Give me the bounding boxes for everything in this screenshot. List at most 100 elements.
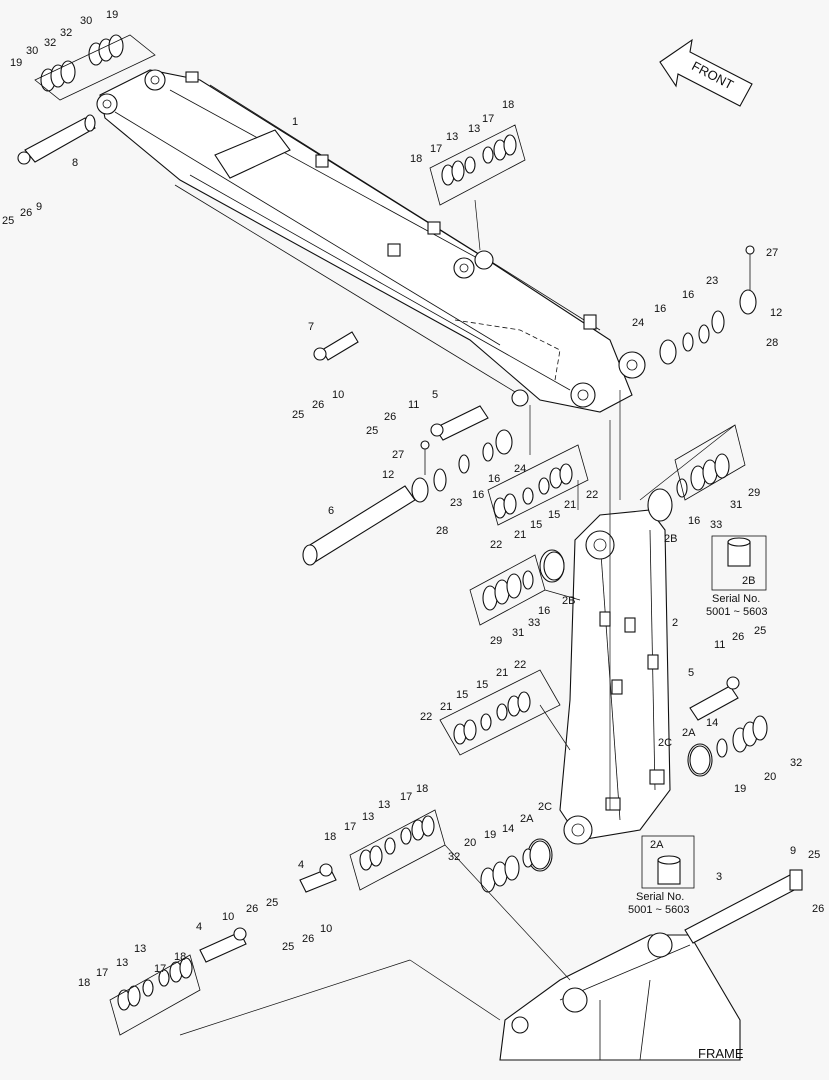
callout-label: 2B: [664, 533, 677, 545]
callout-label: 22: [490, 539, 502, 551]
callout-label: 16: [654, 303, 666, 315]
callout-label: 30: [26, 45, 38, 57]
callout-label: 25: [808, 849, 820, 861]
callout-label: 30: [80, 15, 92, 27]
pin-4-lower: [199, 927, 247, 963]
pin-7: [313, 331, 359, 361]
callout-label: 1: [292, 116, 298, 128]
callout-label: 12: [770, 307, 782, 319]
callout-label: 25: [366, 425, 378, 437]
callout-label: 14: [706, 717, 718, 729]
callout-label: 5: [432, 389, 438, 401]
callout-label: 4: [196, 921, 202, 933]
callout-label: 21: [440, 701, 452, 713]
callout-label: 27: [392, 449, 404, 461]
callout-label: 32: [790, 757, 802, 769]
callout-label: 26: [302, 933, 314, 945]
callout-label: 21: [496, 667, 508, 679]
callout-label: 22: [514, 659, 526, 671]
callout-label: 29: [490, 635, 502, 647]
callout-label: 3: [716, 871, 722, 883]
callout-label: 15: [530, 519, 542, 531]
callout-label: 5: [688, 667, 694, 679]
callout-label: 15: [548, 509, 560, 521]
callout-label: 2C: [658, 737, 672, 749]
callout-label: 26: [246, 903, 258, 915]
inset-2b-serial: 5001 ~ 5603: [706, 606, 767, 618]
callout-label: 19: [106, 9, 118, 21]
callout-label: 28: [766, 337, 778, 349]
callout-label: 33: [710, 519, 722, 531]
callout-label: 16: [682, 289, 694, 301]
callout-label: 23: [706, 275, 718, 287]
callout-label: 32: [448, 851, 460, 863]
callout-label: 23: [450, 497, 462, 509]
callout-label: 25: [282, 941, 294, 953]
inset-2b: 2B Serial No. 5001 ~ 5603: [706, 537, 767, 618]
callout-label: 26: [732, 631, 744, 643]
pin-5-lower: [689, 676, 740, 721]
callout-label: 2B: [562, 595, 575, 607]
ring-sets: [40, 34, 768, 1011]
callout-label: 18: [174, 951, 186, 963]
front-arrow-icon: FRONT: [659, 38, 753, 107]
callout-label: 16: [488, 473, 500, 485]
callout-label: 11: [714, 639, 725, 651]
callout-label: 18: [410, 153, 422, 165]
callout-label: 24: [632, 317, 644, 329]
callout-label: 25: [2, 215, 14, 227]
callout-label: 22: [420, 711, 432, 723]
callout-label: 17: [154, 963, 166, 975]
callout-label: 13: [116, 957, 128, 969]
callout-label: 18: [324, 831, 336, 843]
frame-structure: [499, 932, 741, 1061]
callout-label: 13: [378, 799, 390, 811]
callout-label: 19: [10, 57, 22, 69]
callout-label: 25: [266, 897, 278, 909]
callout-label: 13: [446, 131, 458, 143]
callout-label: 15: [476, 679, 488, 691]
bolt-27-right: [745, 245, 755, 290]
callout-label: 31: [730, 499, 742, 511]
callout-labels: 19 30 32 30 32 19 1 8 9 26 25 18 17 13 1…: [2, 9, 824, 989]
callout-label: 19: [734, 783, 746, 795]
callout-label: 9: [790, 845, 796, 857]
callout-label: 11: [408, 399, 419, 411]
callout-label: 9: [36, 201, 42, 213]
callout-label: 29: [748, 487, 760, 499]
callout-label: 17: [96, 967, 108, 979]
inset-2a: 2A Serial No. 5001 ~ 5603: [628, 839, 689, 916]
callout-label: 17: [482, 113, 494, 125]
callout-label: 31: [512, 627, 524, 639]
callout-label: 21: [514, 529, 526, 541]
callout-label: 22: [586, 489, 598, 501]
callout-label: 32: [60, 27, 72, 39]
callout-label: 16: [538, 605, 550, 617]
callout-label: 2A: [520, 813, 534, 825]
callout-label: 12: [382, 469, 394, 481]
callout-label: 21: [564, 499, 576, 511]
callout-label: 16: [688, 515, 700, 527]
boom-assembly: [96, 69, 646, 413]
callout-label: 2: [672, 617, 678, 629]
callout-label: 27: [766, 247, 778, 259]
callout-label: 18: [502, 99, 514, 111]
pin-3: [684, 869, 803, 944]
inset-2a-serial: 5001 ~ 5603: [628, 904, 689, 916]
callout-label: 15: [456, 689, 468, 701]
callout-label: 26: [312, 399, 324, 411]
callout-label: 25: [754, 625, 766, 637]
callout-label: 7: [308, 321, 314, 333]
arm-assembly: [527, 488, 713, 872]
pin-4-upper: [299, 863, 337, 893]
frame-label: FRAME: [698, 1046, 744, 1061]
callout-label: 10: [222, 911, 234, 923]
callout-label: 16: [472, 489, 484, 501]
callout-label: 13: [134, 943, 146, 955]
pin-8: [17, 114, 96, 165]
callout-label: 26: [384, 411, 396, 423]
callout-label: 19: [484, 829, 496, 841]
callout-label: 28: [436, 525, 448, 537]
inset-2b-part: 2B: [742, 575, 755, 587]
callout-label: 2A: [682, 727, 696, 739]
